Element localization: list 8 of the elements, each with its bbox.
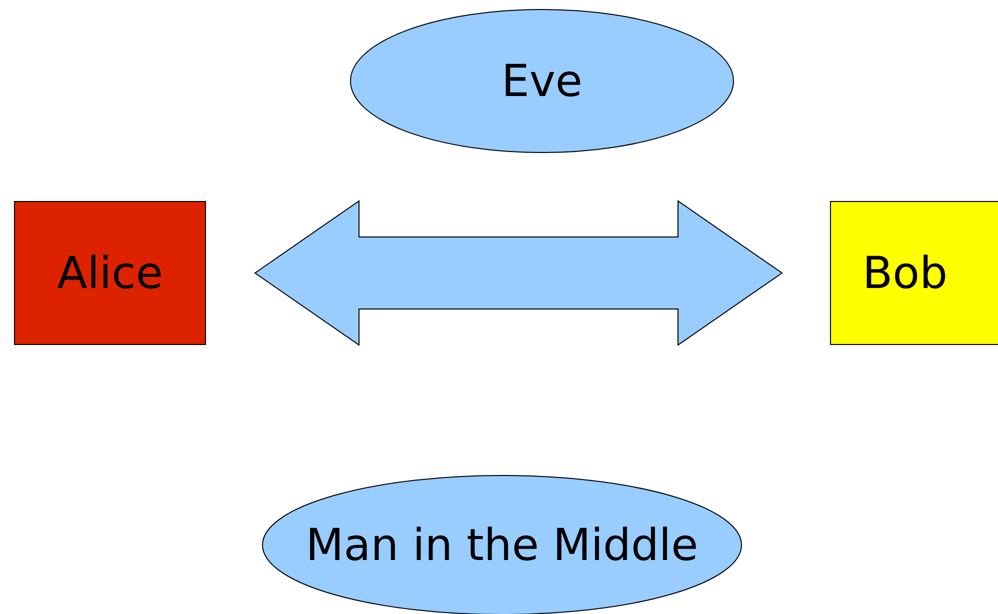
node-label: Eve: [502, 56, 582, 106]
node-label: Man in the Middle: [306, 520, 698, 570]
ellipse-node: [350, 9, 734, 153]
double-arrow: [254, 200, 783, 346]
node-label: Alice: [57, 248, 163, 298]
process-box: [830, 201, 998, 345]
process-box: [14, 201, 206, 345]
node-label: Bob: [862, 248, 948, 298]
